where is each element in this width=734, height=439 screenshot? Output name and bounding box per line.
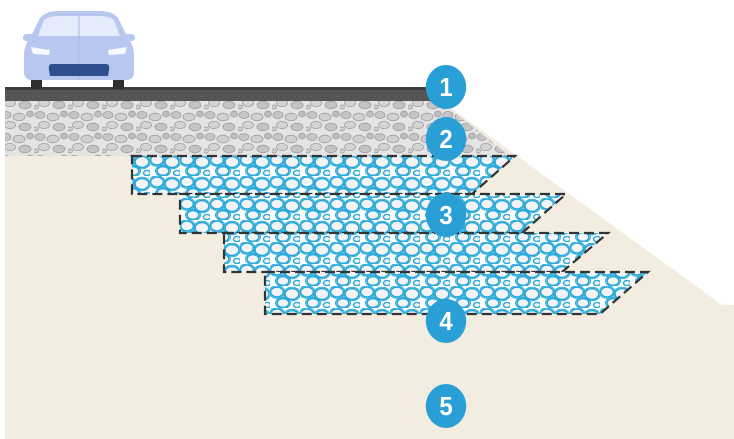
road-surface	[5, 87, 440, 101]
geocell-tier-2	[178, 192, 569, 235]
car-icon	[23, 11, 135, 89]
geocell-tier-3	[222, 231, 611, 274]
gravel-base-layer	[5, 101, 510, 156]
marker-2: 2	[425, 117, 467, 161]
marker-1: 1	[425, 65, 467, 109]
marker-5: 5	[425, 384, 467, 428]
geocell-tier-1	[130, 154, 518, 196]
marker-4: 4	[425, 299, 467, 343]
geocell-tier-4	[263, 270, 651, 316]
marker-3: 3	[425, 193, 467, 237]
